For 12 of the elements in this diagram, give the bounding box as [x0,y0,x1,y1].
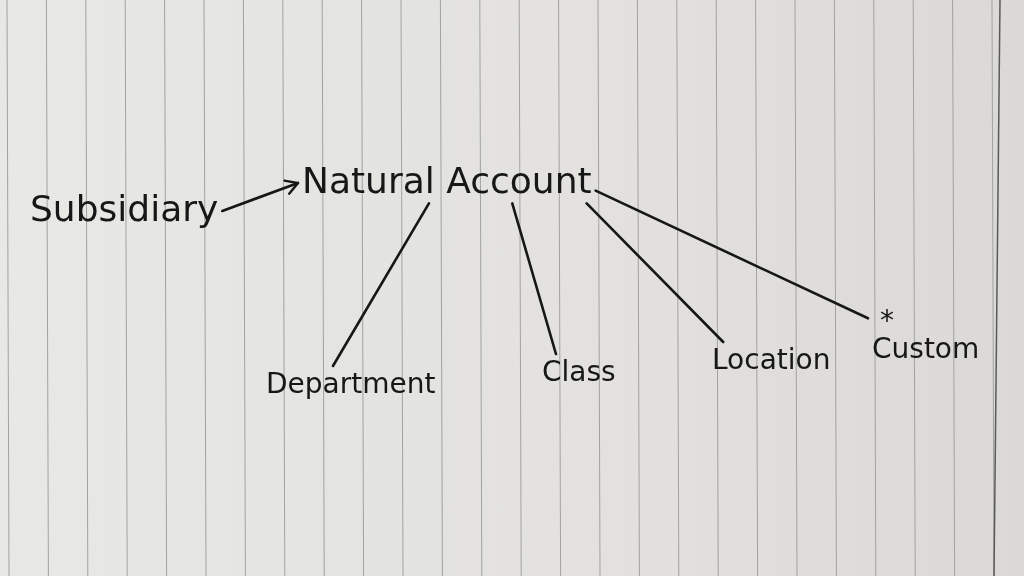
connector-line [594,189,870,320]
handwritten-label: Class [542,356,616,389]
handwritten-label: Custom [872,333,980,366]
handwritten-label: Subsidiary [30,188,219,230]
connector-line [510,202,558,356]
handwritten-label: Natural Account [302,160,592,202]
handwritten-label: Department [266,368,436,401]
connector-line [331,202,431,368]
footnote-asterisk: * [880,308,894,334]
arrow [221,179,300,213]
handwritten-label: Location [712,344,831,377]
connector-line [585,202,725,344]
